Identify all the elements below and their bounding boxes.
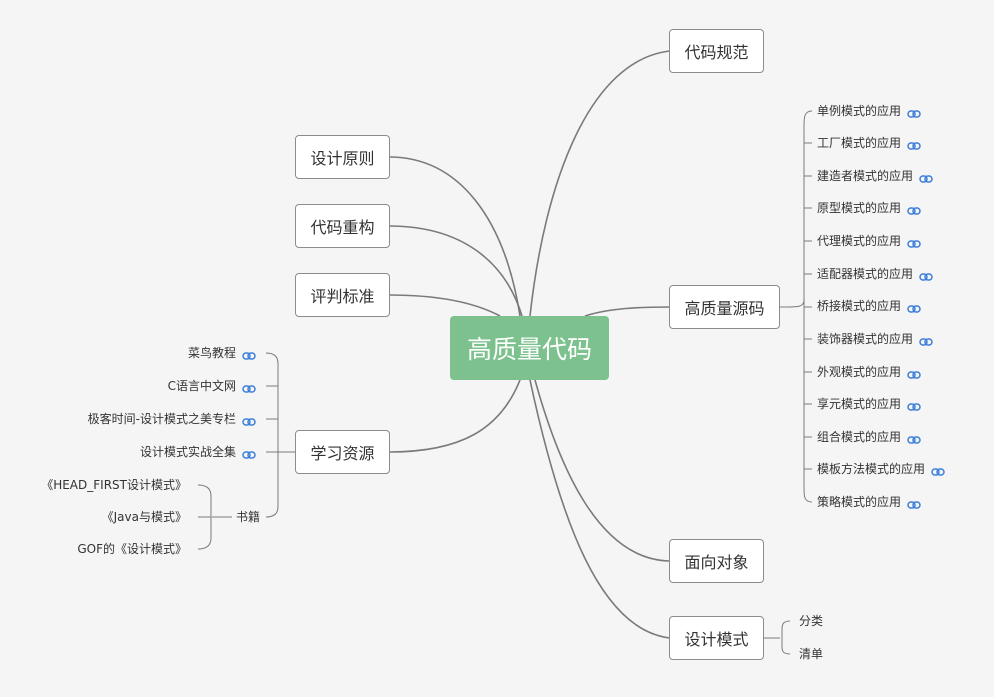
pattern-application-label: 外观模式的应用 bbox=[817, 365, 902, 379]
link-icon[interactable] bbox=[242, 448, 256, 459]
link-icon[interactable] bbox=[242, 382, 256, 393]
pattern-application-item[interactable]: 组合模式的应用 bbox=[817, 429, 921, 445]
resource-item[interactable]: C语言中文网 bbox=[168, 378, 256, 394]
book-item[interactable]: 《HEAD_FIRST设计模式》 bbox=[41, 478, 187, 492]
link-icon[interactable] bbox=[242, 349, 256, 360]
pattern-application-item[interactable]: 单例模式的应用 bbox=[817, 103, 921, 119]
link-icon[interactable] bbox=[907, 433, 921, 444]
pattern-application-label: 享元模式的应用 bbox=[817, 397, 902, 411]
pattern-application-item[interactable]: 装饰器模式的应用 bbox=[817, 331, 933, 347]
pattern-application-item[interactable]: 建造者模式的应用 bbox=[817, 168, 933, 184]
pattern-application-item[interactable]: 原型模式的应用 bbox=[817, 200, 921, 216]
pattern-application-item[interactable]: 策略模式的应用 bbox=[817, 494, 921, 510]
pattern-application-label: 适配器模式的应用 bbox=[817, 267, 914, 281]
link-icon[interactable] bbox=[907, 368, 921, 379]
subtopic-category[interactable]: 分类 bbox=[799, 614, 824, 628]
resource-label: 书籍 bbox=[235, 510, 260, 524]
link-icon[interactable] bbox=[907, 302, 921, 313]
link-icon[interactable] bbox=[907, 237, 921, 248]
book-item[interactable]: 《Java与模式》 bbox=[101, 510, 187, 524]
topic-learning-resources[interactable]: 学习资源 bbox=[295, 430, 390, 474]
pattern-application-label: 组合模式的应用 bbox=[817, 430, 902, 444]
link-icon[interactable] bbox=[931, 465, 945, 476]
resource-label: 设计模式实战全集 bbox=[139, 445, 236, 459]
pattern-application-label: 单例模式的应用 bbox=[817, 104, 902, 118]
link-icon[interactable] bbox=[919, 172, 933, 183]
pattern-application-label: 模板方法模式的应用 bbox=[817, 462, 926, 476]
link-icon[interactable] bbox=[907, 498, 921, 509]
resource-item[interactable]: 极客时间-设计模式之美专栏 bbox=[88, 411, 256, 427]
resource-label: 极客时间-设计模式之美专栏 bbox=[87, 412, 236, 426]
pattern-application-item[interactable]: 享元模式的应用 bbox=[817, 396, 921, 412]
topic-design-principles[interactable]: 设计原则 bbox=[295, 135, 390, 179]
subtopic-list[interactable]: 清单 bbox=[799, 647, 824, 661]
pattern-application-label: 代理模式的应用 bbox=[817, 234, 902, 248]
link-icon[interactable] bbox=[919, 335, 933, 346]
resource-label: C语言中文网 bbox=[167, 379, 236, 393]
link-icon[interactable] bbox=[907, 204, 921, 215]
resource-item[interactable]: 菜鸟教程 bbox=[188, 345, 256, 361]
pattern-application-label: 装饰器模式的应用 bbox=[817, 332, 914, 346]
pattern-application-item[interactable]: 适配器模式的应用 bbox=[817, 266, 933, 282]
link-icon[interactable] bbox=[242, 415, 256, 426]
pattern-application-label: 工厂模式的应用 bbox=[817, 136, 902, 150]
topic-code-standard[interactable]: 代码规范 bbox=[669, 29, 764, 73]
link-icon[interactable] bbox=[919, 270, 933, 281]
topic-criteria[interactable]: 评判标准 bbox=[295, 273, 390, 317]
pattern-application-item[interactable]: 代理模式的应用 bbox=[817, 233, 921, 249]
resource-item[interactable]: 设计模式实战全集 bbox=[140, 444, 256, 460]
topic-quality-source[interactable]: 高质量源码 bbox=[669, 285, 780, 329]
pattern-application-item[interactable]: 桥接模式的应用 bbox=[817, 298, 921, 314]
pattern-application-item[interactable]: 模板方法模式的应用 bbox=[817, 461, 945, 477]
topic-design-patterns[interactable]: 设计模式 bbox=[669, 616, 764, 660]
pattern-application-label: 建造者模式的应用 bbox=[817, 169, 914, 183]
link-icon[interactable] bbox=[907, 139, 921, 150]
pattern-application-label: 桥接模式的应用 bbox=[817, 299, 902, 313]
pattern-application-item[interactable]: 外观模式的应用 bbox=[817, 364, 921, 380]
book-item[interactable]: GOF的《设计模式》 bbox=[77, 542, 187, 556]
root-topic[interactable]: 高质量代码 bbox=[450, 316, 609, 380]
link-icon[interactable] bbox=[907, 400, 921, 411]
resource-label: 菜鸟教程 bbox=[187, 346, 236, 360]
topic-oop[interactable]: 面向对象 bbox=[669, 539, 764, 583]
books-group[interactable]: 书籍 bbox=[236, 509, 260, 525]
pattern-application-label: 原型模式的应用 bbox=[817, 201, 902, 215]
pattern-application-label: 策略模式的应用 bbox=[817, 495, 902, 509]
pattern-application-item[interactable]: 工厂模式的应用 bbox=[817, 135, 921, 151]
topic-refactoring[interactable]: 代码重构 bbox=[295, 204, 390, 248]
link-icon[interactable] bbox=[907, 107, 921, 118]
